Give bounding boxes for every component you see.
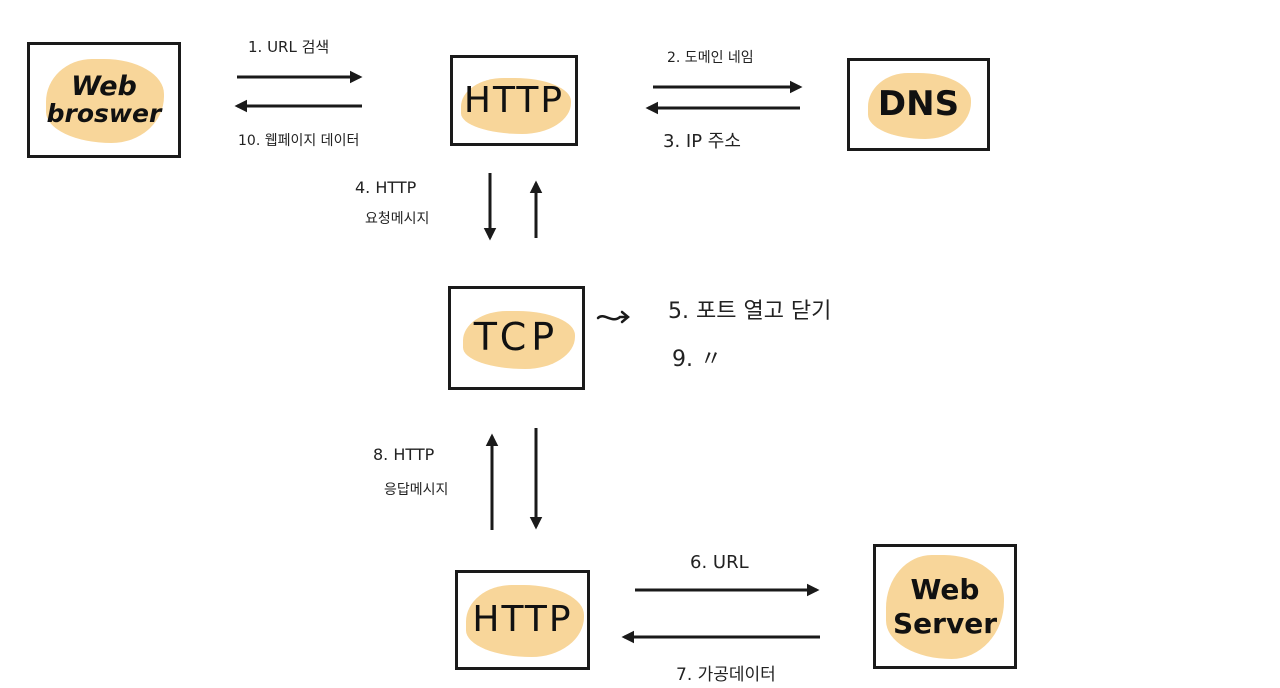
step-3-label: 3. IP 주소 — [663, 131, 741, 152]
step-4-label-line1: 4. HTTP — [355, 178, 417, 197]
web-server-node: Web Server — [873, 544, 1017, 669]
http-top-label: HTTP — [463, 79, 565, 121]
step-2-label: 2. 도메인 네임 — [667, 50, 754, 66]
http-bottom-label: HTTP — [472, 599, 573, 641]
step-9-label: 9. 〃 — [672, 347, 722, 372]
step-7-label: 7. 가공데이터 — [676, 665, 776, 685]
step-1-label: 1. URL 검색 — [248, 38, 330, 56]
http-bottom-node: HTTP — [455, 570, 590, 670]
http-top-node: HTTP — [450, 55, 578, 146]
dns-highlight — [868, 73, 971, 139]
http-top-highlight — [461, 78, 571, 134]
step-10-label: 10. 웹페이지 데이터 — [238, 133, 360, 149]
browser-highlight — [46, 59, 164, 143]
dns-node: DNS — [847, 58, 990, 151]
http-bottom-highlight — [466, 585, 584, 657]
server-label-line1: Web — [910, 573, 980, 607]
step-8-label-line2: 응답메시지 — [384, 482, 449, 498]
tcp-node: TCP — [448, 286, 585, 390]
browser-label-line1: Web — [71, 70, 137, 102]
browser-label-line2: broswer — [46, 99, 162, 129]
server-label-line2: Server — [892, 606, 997, 640]
dns-label: DNS — [877, 83, 960, 124]
step-6-label: 6. URL — [690, 552, 749, 573]
step-4-label-line2: 요청메시지 — [365, 211, 430, 227]
tcp-highlight — [463, 311, 575, 369]
squiggle-arrow — [596, 315, 629, 321]
tcp-label: TCP — [473, 315, 560, 360]
web-browser-node: Web broswer — [27, 42, 181, 158]
step-8-label-line1: 8. HTTP — [373, 445, 435, 464]
step-5-label: 5. 포트 열고 닫기 — [668, 299, 832, 324]
server-highlight — [886, 555, 1004, 659]
